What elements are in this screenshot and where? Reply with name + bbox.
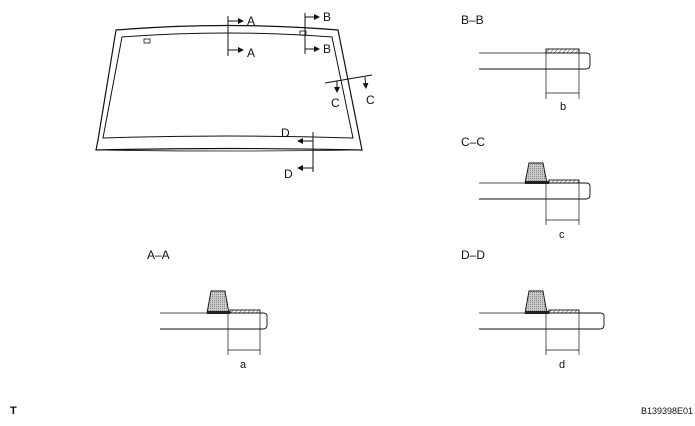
cut-label-a-bottom: A	[247, 46, 255, 60]
section-dd-drawing	[479, 290, 605, 355]
footer-code: T	[10, 405, 17, 417]
section-cc-drawing	[479, 162, 591, 225]
dimension-label-c: c	[559, 229, 565, 241]
section-aa-drawing	[160, 290, 268, 355]
figure-id: B139398E01	[641, 406, 693, 416]
cut-label-d-top: D	[281, 126, 290, 140]
section-title-bb: B–B	[461, 13, 484, 27]
cut-label-c-right: C	[366, 93, 375, 107]
cut-label-a-top: A	[247, 14, 255, 28]
cut-marker-a	[227, 16, 244, 56]
dimension-label-a: a	[240, 359, 247, 371]
dimension-label-b: b	[560, 101, 566, 113]
cut-label-c-left: C	[331, 96, 340, 110]
cut-label-d-bottom: D	[284, 167, 293, 181]
section-title-aa: A–A	[147, 248, 170, 262]
cut-marker-b	[304, 13, 320, 54]
cut-label-b-top: B	[323, 10, 331, 24]
section-title-cc: C–C	[461, 135, 485, 149]
windshield-glass	[95, 24, 363, 152]
cut-label-b-bottom: B	[323, 42, 331, 56]
dimension-label-d: d	[559, 359, 565, 371]
cut-marker-c	[324, 74, 373, 93]
cut-marker-d	[297, 132, 314, 172]
section-bb-drawing	[479, 48, 591, 99]
section-title-dd: D–D	[461, 248, 485, 262]
